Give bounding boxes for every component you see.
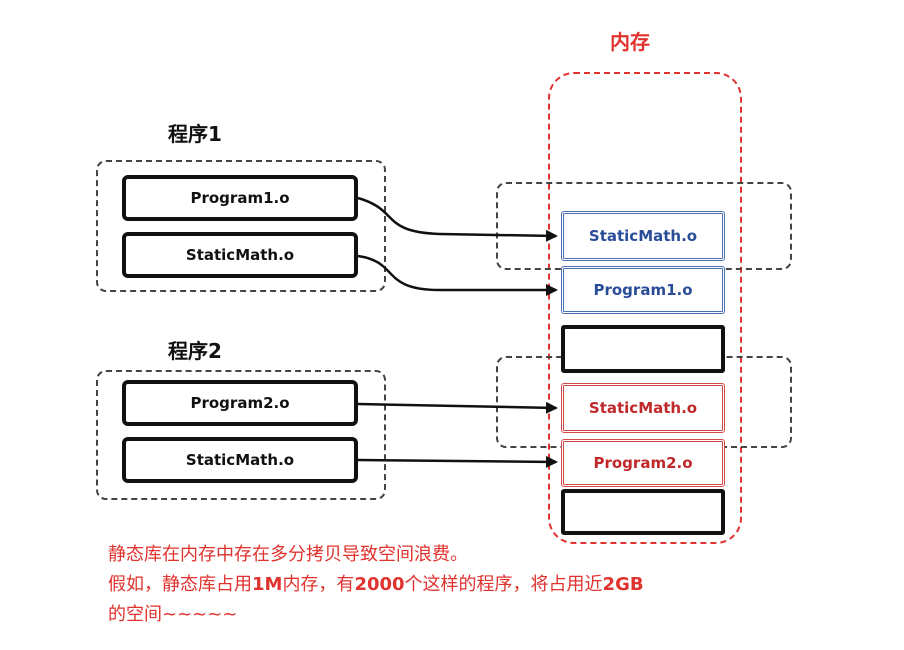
memory-title: 内存 (610, 30, 650, 54)
program2-module-program2: Program2.o (122, 380, 358, 426)
program2-group (96, 370, 386, 500)
program1-module-staticmath: StaticMath.o (122, 232, 358, 278)
memory-block-program1: Program1.o (561, 266, 725, 314)
memory-block-staticmath-2: StaticMath.o (561, 383, 725, 433)
program1-module-program1: Program1.o (122, 175, 358, 221)
memory-block-program2: Program2.o (561, 439, 725, 487)
note-line-2-c: 内存，有 (282, 574, 355, 595)
memory-block-empty-2 (561, 489, 725, 535)
note-line-2-e: 个这样的程序，将占用近 (404, 574, 603, 595)
memory-region (548, 72, 742, 544)
arrow-staticmath1-to-memory (357, 254, 558, 296)
arrow-program1-to-memory (357, 196, 558, 242)
program1-group (96, 160, 386, 292)
note-line-1: 静态库在内存中存在多分拷贝导致空间浪费。 (108, 544, 468, 565)
program1-title: 程序1 (168, 122, 222, 146)
note-total-2gb: 2GB (602, 574, 644, 595)
note-line-2: 假如，静态库占用1M内存，有2000个这样的程序，将占用近2GB (108, 572, 644, 598)
memory-block-empty-1 (561, 325, 725, 373)
note-size-1m: 1M (252, 574, 283, 595)
arrow-program2-to-memory (357, 401, 558, 414)
note-line-3: 的空间~~~~~ (108, 604, 238, 625)
note-count-2000: 2000 (354, 574, 405, 595)
note-line-2-a: 假如，静态库占用 (108, 574, 252, 595)
memory-block-staticmath-1: StaticMath.o (561, 211, 725, 261)
program2-module-staticmath: StaticMath.o (122, 437, 358, 483)
program2-title: 程序2 (168, 339, 222, 363)
arrow-staticmath2-to-memory (357, 455, 558, 468)
